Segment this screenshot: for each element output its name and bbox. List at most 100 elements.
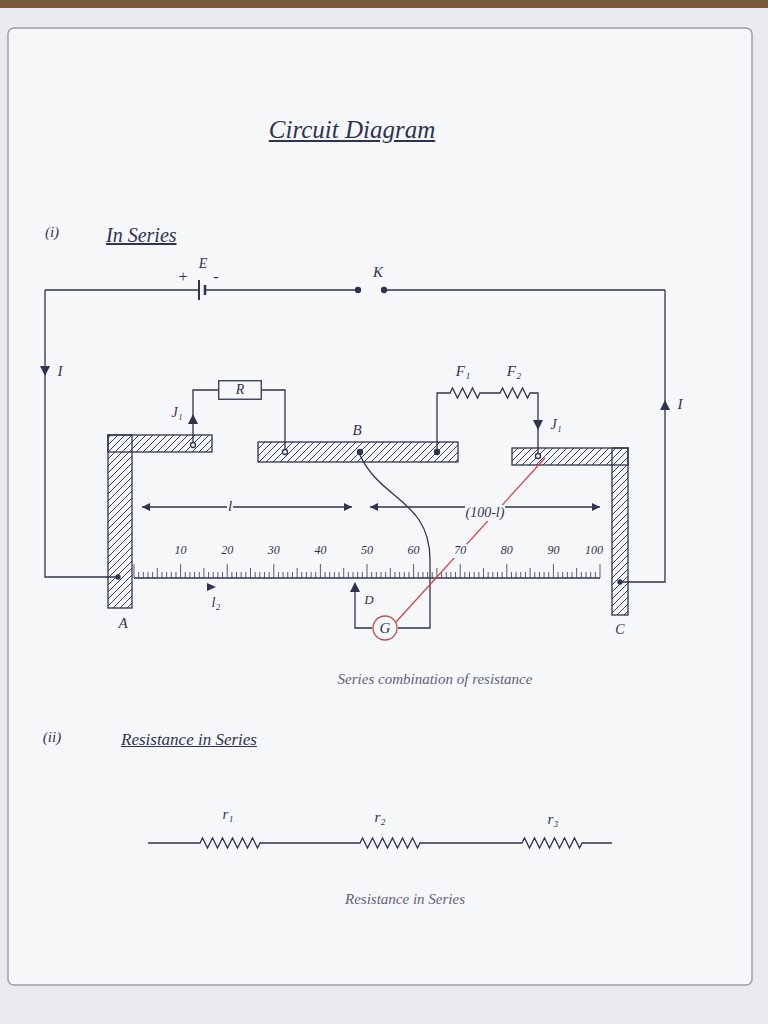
- length-label: l: [227, 498, 233, 515]
- section-number: (ii): [42, 729, 62, 746]
- scale-tick: [450, 572, 451, 578]
- scale-tick: [427, 572, 428, 578]
- scale-tick: [287, 572, 288, 578]
- node-label: R: [236, 383, 245, 397]
- scale-tick: [250, 568, 251, 578]
- scale-tick: [399, 572, 400, 578]
- node-label: G: [380, 621, 391, 636]
- section-heading: In Series: [105, 224, 178, 247]
- resistor-symbol: [148, 838, 612, 848]
- scale-tick: [157, 568, 158, 578]
- paper-sheet: [8, 28, 752, 985]
- scale-tick: [227, 564, 228, 578]
- scale-tick: [297, 568, 298, 578]
- scale-tick: [506, 564, 507, 578]
- scale-tick: [264, 572, 265, 578]
- resistor-label: r₂: [373, 809, 386, 826]
- scale-tick: [180, 564, 181, 578]
- scale-tick: [306, 572, 307, 578]
- scale-tick: [278, 572, 279, 578]
- arrowhead: [370, 503, 378, 511]
- scale-tick: [213, 572, 214, 578]
- metal-strip: [108, 435, 132, 608]
- scale-tick: [539, 572, 540, 578]
- current-label: I: [57, 363, 64, 380]
- scale-tick: [147, 572, 148, 578]
- scale-tick: [348, 572, 349, 578]
- scale-tick: [134, 564, 135, 578]
- scale-tick: [474, 572, 475, 578]
- metal-strip: [512, 448, 628, 465]
- length-arrow: [142, 506, 352, 507]
- battery-plate: [198, 280, 200, 300]
- wire: [387, 289, 665, 290]
- scale-number: 20: [220, 544, 234, 558]
- scale-tick: [236, 572, 237, 578]
- scale-tick: [385, 572, 386, 578]
- scale-tick: [175, 572, 176, 578]
- terminal-label: A: [117, 615, 128, 632]
- figure-caption: Series combination of resistance: [337, 671, 534, 688]
- scale-tick: [166, 572, 167, 578]
- scale-tick: [422, 572, 423, 578]
- scale-tick: [273, 564, 274, 578]
- node-shape: [219, 381, 262, 400]
- scale-tick: [492, 572, 493, 578]
- scale-tick: [464, 572, 465, 578]
- arrowhead: [592, 503, 600, 511]
- scale-number: 40: [313, 544, 327, 558]
- scale-tick: [329, 572, 330, 578]
- scale-tick: [581, 572, 582, 578]
- scale-tick: [171, 572, 172, 578]
- scale-tick: [138, 572, 139, 578]
- table-edge: [0, 0, 768, 8]
- wire: [262, 390, 285, 452]
- scale-tick: [553, 564, 554, 578]
- scale-number: 50: [360, 544, 374, 558]
- current-arrow: [40, 366, 50, 376]
- scale-tick: [488, 572, 489, 578]
- key-terminal: [356, 288, 361, 293]
- galvanometer-wire: [360, 455, 430, 628]
- terminal: [283, 450, 288, 455]
- terminal: [435, 450, 440, 455]
- scale-tick: [478, 572, 479, 578]
- scale-tick: [339, 572, 340, 578]
- terminal-label: C: [614, 622, 625, 638]
- scale-tick: [576, 568, 577, 578]
- scale-tick: [418, 572, 419, 578]
- scale-tick: [283, 572, 284, 578]
- scale-tick: [483, 568, 484, 578]
- scale-tick: [404, 572, 405, 578]
- current-arrow: [207, 583, 216, 591]
- scale-number: 30: [267, 544, 281, 558]
- section-number: (i): [44, 224, 60, 241]
- current-arrow: [533, 420, 543, 430]
- scale-tick: [231, 572, 232, 578]
- scale-tick: [511, 572, 512, 578]
- scale-tick: [189, 572, 190, 578]
- metal-strip: [612, 448, 628, 615]
- scale-tick: [292, 572, 293, 578]
- polarity-sign: -: [212, 268, 219, 286]
- scale-tick: [502, 572, 503, 578]
- component-label: E: [198, 256, 209, 272]
- scale-tick: [413, 564, 414, 578]
- scale-tick: [586, 572, 587, 578]
- resistor-symbol: [437, 388, 538, 456]
- scale-tick: [520, 572, 521, 578]
- scale-tick: [469, 572, 470, 578]
- scale-tick: [525, 572, 526, 578]
- scale-tick: [222, 572, 223, 578]
- node-shape: [373, 616, 397, 640]
- scale-tick: [185, 572, 186, 578]
- scale-tick: [161, 572, 162, 578]
- scale-tick: [259, 572, 260, 578]
- scale-tick: [572, 572, 573, 578]
- scale-tick: [143, 572, 144, 578]
- scale-tick: [460, 564, 461, 578]
- scale-tick: [152, 572, 153, 578]
- metal-strip: [258, 442, 458, 462]
